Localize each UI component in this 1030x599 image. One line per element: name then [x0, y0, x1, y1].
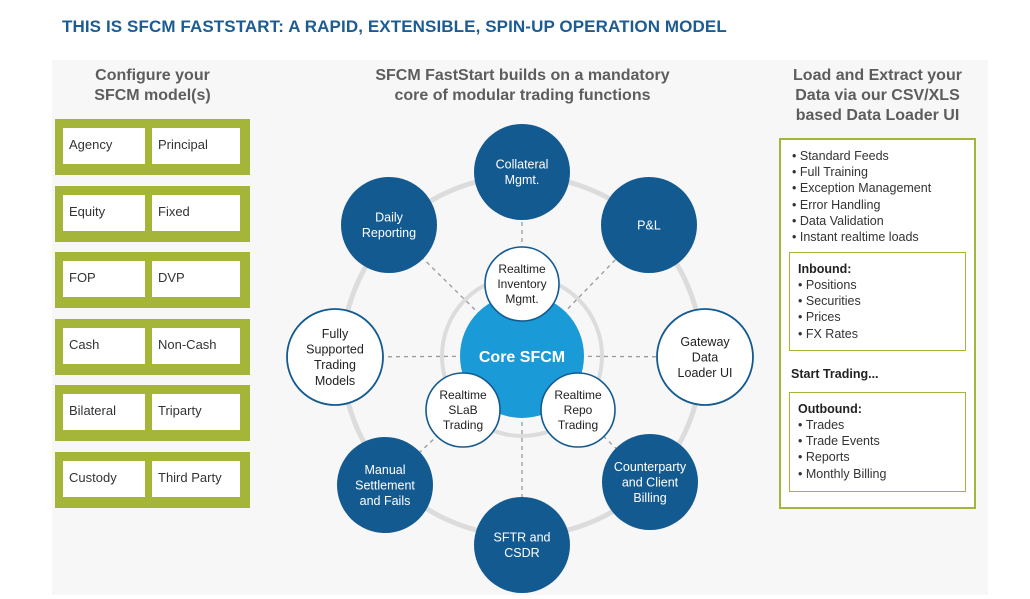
outer-node	[656, 308, 754, 406]
outer-node-label: and Client	[622, 475, 679, 489]
list-item: Standard Feeds	[792, 148, 931, 164]
inner-node-label: Mgmt.	[505, 292, 538, 306]
outer-node-label: Billing	[633, 491, 666, 505]
outer-node-label: Trading	[314, 358, 356, 372]
data-loader-box: Standard FeedsFull TrainingException Man…	[779, 138, 976, 509]
inner-node-label: Repo	[564, 403, 593, 417]
inner-node	[540, 372, 616, 448]
list-item: Trades	[798, 417, 965, 433]
core-heading-line1: SFCM FastStart builds on a mandatory	[375, 67, 670, 84]
inner-node	[425, 372, 501, 448]
outer-node	[474, 497, 570, 593]
feature-list: Standard FeedsFull TrainingException Man…	[792, 148, 931, 245]
loader-heading-line1: Load and Extract your	[793, 67, 962, 84]
outer-node	[337, 437, 433, 533]
model-option: Agency	[63, 128, 145, 164]
list-item: Securities	[798, 293, 965, 309]
list-item: Instant realtime loads	[792, 229, 931, 245]
outer-node-label: Data	[692, 350, 718, 364]
core-heading-line2: core of modular trading functions	[394, 87, 651, 104]
loader-heading-line3: based Data Loader UI	[795, 107, 960, 124]
outer-node	[601, 177, 697, 273]
model-option: Non-Cash	[152, 327, 240, 364]
outbound-box: Outbound: TradesTrade EventsReportsMonth…	[789, 392, 966, 492]
inner-node-label: Realtime	[498, 262, 546, 276]
model-option: DVP	[152, 261, 240, 298]
loader-heading: Load and Extract your Data via our CSV/X…	[779, 66, 976, 126]
outer-node-label: SFTR and	[494, 531, 551, 545]
core-label: Core SFCM	[479, 349, 565, 366]
core-heading: SFCM FastStart builds on a mandatory cor…	[350, 66, 695, 106]
configure-heading: Configure your SFCM model(s)	[55, 66, 250, 106]
connector-line	[567, 259, 617, 310]
model-option: Fixed	[152, 194, 240, 231]
model-option: Cash	[63, 327, 145, 364]
inner-node	[484, 246, 560, 322]
configure-heading-line2: SFCM model(s)	[94, 87, 211, 104]
list-item: Positions	[798, 277, 965, 293]
inbound-list: PositionsSecuritiesPricesFX Rates	[798, 277, 965, 342]
model-option: Principal	[152, 128, 240, 164]
inbound-box: Inbound: PositionsSecuritiesPricesFX Rat…	[789, 252, 966, 351]
outer-node-label: and Fails	[360, 494, 411, 508]
inbound-label: Inbound:	[798, 262, 852, 276]
outer-node	[286, 308, 384, 406]
list-item: FX Rates	[798, 326, 965, 342]
list-item: Full Training	[792, 164, 931, 180]
outer-node-label: Collateral	[496, 158, 549, 172]
outer-node-label: Settlement	[355, 478, 415, 492]
outer-node-label: Gateway	[680, 335, 730, 349]
outer-node	[474, 124, 570, 220]
outer-node	[341, 177, 437, 273]
connector-line	[422, 258, 476, 311]
page-title: THIS IS SFCM FASTSTART: A RAPID, EXTENSI…	[62, 17, 727, 36]
outer-node-label: Counterparty	[614, 460, 687, 474]
list-item: Data Validation	[792, 213, 931, 229]
outer-node-label: CSDR	[504, 546, 539, 560]
outer-node-label: Reporting	[362, 226, 416, 240]
outer-node-label: Loader UI	[678, 366, 733, 380]
outer-node-label: Manual	[365, 463, 406, 477]
model-option: Custody	[63, 461, 145, 497]
outbound-list: TradesTrade EventsReportsMonthly Billing	[798, 417, 965, 482]
model-option: Bilateral	[63, 394, 145, 431]
inner-node-label: Realtime	[439, 388, 487, 402]
inner-node-label: Trading	[443, 418, 483, 432]
list-item: Monthly Billing	[798, 466, 965, 482]
outer-node	[602, 434, 698, 530]
outbound-label: Outbound:	[798, 402, 862, 416]
start-trading-label: Start Trading...	[791, 367, 879, 381]
inner-node-label: SLaB	[448, 403, 477, 417]
outer-node-label: P&L	[637, 218, 661, 232]
model-option: FOP	[63, 261, 145, 298]
inner-node-label: Realtime	[554, 388, 602, 402]
outer-node-label: Models	[315, 374, 355, 388]
inner-node-label: Trading	[558, 418, 598, 432]
list-item: Trade Events	[798, 433, 965, 449]
model-option: Third Party	[152, 461, 240, 497]
list-item: Error Handling	[792, 197, 931, 213]
model-option: Triparty	[152, 394, 240, 431]
list-item: Prices	[798, 309, 965, 325]
model-option: Equity	[63, 194, 145, 231]
outer-node-label: Mgmt.	[505, 173, 540, 187]
outer-node-label: Daily	[375, 211, 404, 225]
list-item: Reports	[798, 449, 965, 465]
list-item: Exception Management	[792, 180, 931, 196]
outer-node-label: Supported	[306, 343, 364, 357]
inner-node-label: Inventory	[497, 277, 546, 291]
configure-heading-line1: Configure your	[95, 67, 210, 84]
outer-node-label: Fully	[322, 327, 349, 341]
loader-heading-line2: Data via our CSV/XLS	[795, 87, 960, 104]
